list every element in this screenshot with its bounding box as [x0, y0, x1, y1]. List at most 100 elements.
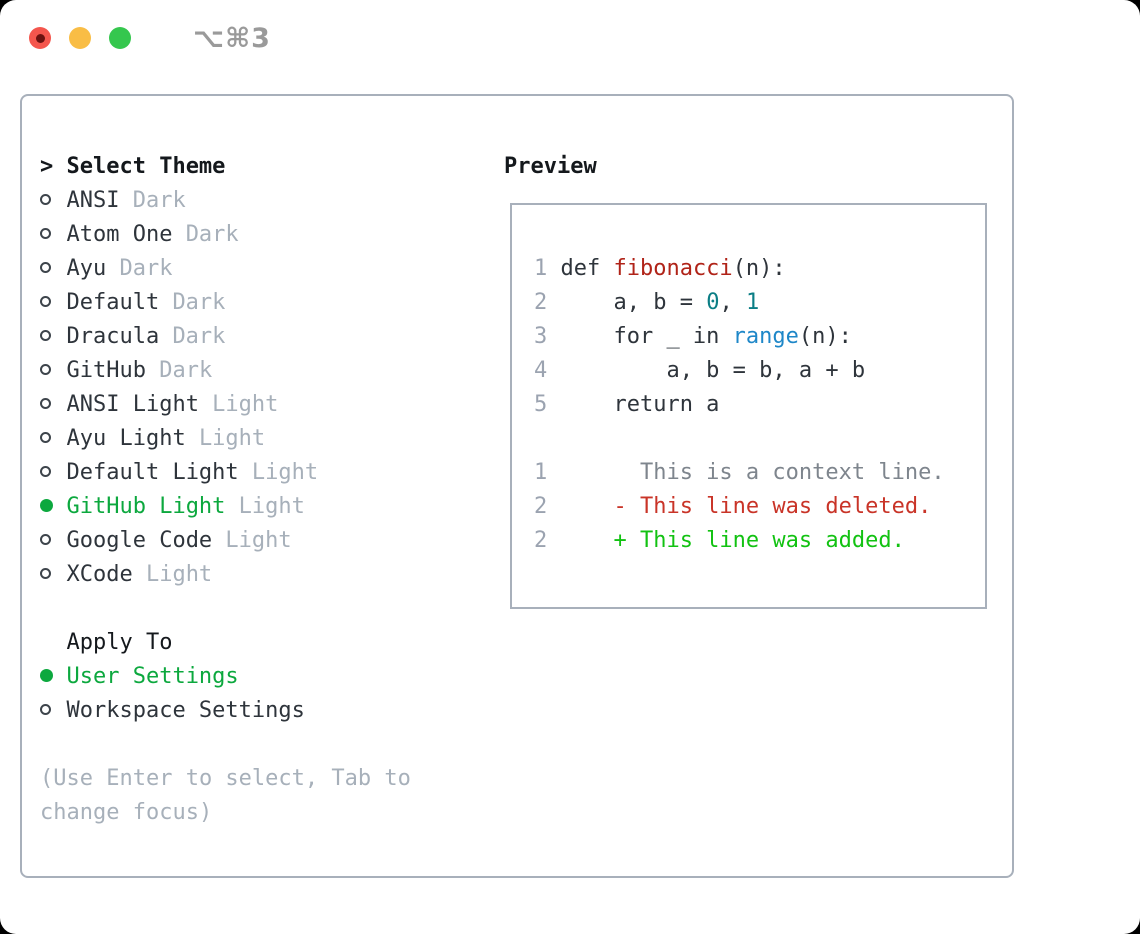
theme-variant-tag: Dark: [172, 290, 226, 315]
theme-variant-tag: Light: [198, 426, 266, 451]
theme-variant-tag: Dark: [132, 188, 186, 213]
theme-option-google-code[interactable]: Google Code Light: [40, 524, 450, 558]
theme-option-default-light[interactable]: Default Light Light: [40, 456, 450, 490]
titlebar: ⌥⌘3: [0, 0, 1140, 76]
theme-list-heading: > Select Theme: [40, 150, 450, 184]
radio-selected-icon: [40, 490, 66, 524]
token-num: 1: [745, 290, 760, 315]
line-number: 2: [534, 528, 548, 553]
token-plain: a, b =: [560, 290, 707, 315]
prompt-icon: >: [40, 154, 54, 179]
code-line-2: 2 a, b = 0, 1: [534, 286, 985, 320]
token-plain: ,: [719, 290, 746, 315]
radio-icon: [40, 252, 66, 286]
unsaved-dot-icon: [35, 33, 45, 43]
window-title: ⌥⌘3: [193, 22, 271, 54]
theme-name-label: Google Code: [66, 528, 213, 553]
theme-name-label: Dracula: [66, 324, 160, 349]
apply-option-label: Workspace Settings: [66, 698, 305, 723]
apply-option-label: User Settings: [66, 664, 239, 689]
line-number: 1: [534, 460, 548, 485]
zoom-button[interactable]: [109, 27, 131, 49]
hint-text: (Use Enter to select, Tab to change focu…: [40, 766, 411, 825]
radio-icon: [40, 286, 66, 320]
token-num: 0: [706, 290, 720, 315]
theme-variant-tag: Light: [238, 494, 305, 519]
theme-variant-tag: Light: [212, 392, 279, 417]
token-plain: for _ in: [560, 324, 733, 349]
theme-name-label: Default: [66, 290, 160, 315]
theme-option-github-light[interactable]: GitHub Light Light: [40, 490, 450, 524]
theme-name-label: Default Light: [66, 460, 239, 485]
line-number: 1: [534, 256, 548, 281]
radio-icon: [40, 422, 66, 456]
code-line-3: 3 for _ in range(n):: [534, 320, 985, 354]
theme-name-label: Ayu: [66, 256, 107, 281]
theme-name-label: ANSI: [66, 188, 120, 213]
line-number: 5: [534, 392, 548, 417]
diff-added-line: 2 + This line was added.: [534, 524, 985, 558]
theme-variant-tag: Dark: [185, 222, 239, 247]
minimize-button[interactable]: [69, 27, 91, 49]
radio-icon: [40, 524, 66, 558]
preview-heading: Preview: [504, 154, 597, 179]
code-line-5: 5 return a: [534, 388, 985, 422]
theme-option-dracula[interactable]: Dracula Dark: [40, 320, 450, 354]
radio-icon: [40, 218, 66, 252]
theme-name-label: GitHub Light: [66, 494, 226, 519]
radio-icon: [40, 354, 66, 388]
theme-name-label: ANSI Light: [66, 392, 199, 417]
radio-icon: [40, 320, 66, 354]
radio-icon: [40, 456, 66, 490]
theme-option-xcode[interactable]: XCode Light: [40, 558, 450, 592]
theme-option-ayu[interactable]: Ayu Dark: [40, 252, 450, 286]
line-number: 3: [534, 324, 548, 349]
theme-list-heading-label: Select Theme: [66, 154, 226, 179]
theme-name-label: GitHub: [66, 358, 146, 383]
radio-icon: [40, 388, 66, 422]
token-plain: (n):: [732, 256, 786, 281]
blank-line: [534, 422, 985, 456]
theme-variant-tag: Dark: [159, 358, 213, 383]
apply-option-workspace-settings[interactable]: Workspace Settings: [40, 694, 450, 728]
token-plain: a, b = b, a + b: [560, 358, 866, 383]
token-plain: return a: [560, 392, 720, 417]
radio-icon: [40, 184, 66, 218]
theme-option-ansi[interactable]: ANSI Dark: [40, 184, 450, 218]
code-line-4: 4 a, b = b, a + b: [534, 354, 985, 388]
line-number: 2: [534, 494, 548, 519]
apply-option-user-settings[interactable]: User Settings: [40, 660, 450, 694]
token-func: fibonacci: [613, 256, 733, 281]
theme-name-label: Ayu Light: [66, 426, 186, 451]
theme-option-github[interactable]: GitHub Dark: [40, 354, 450, 388]
apply-to-heading-label: Apply To: [66, 630, 173, 655]
theme-option-ayu-light[interactable]: Ayu Light Light: [40, 422, 450, 456]
theme-option-default[interactable]: Default Dark: [40, 286, 450, 320]
token-builtin: range: [732, 324, 799, 349]
theme-name-label: XCode: [66, 562, 133, 587]
token-plain: (n):: [798, 324, 852, 349]
close-button[interactable]: [29, 27, 51, 49]
theme-variant-tag: Light: [251, 460, 319, 485]
line-number: 4: [534, 358, 548, 383]
token-context: This is a context line.: [560, 460, 945, 485]
radio-icon: [40, 558, 66, 592]
theme-variant-tag: Light: [225, 528, 292, 553]
code-line-1: 1 def fibonacci(n):: [534, 252, 985, 286]
theme-variant-tag: Light: [145, 562, 213, 587]
radio-icon: [40, 694, 66, 728]
token-plain: def: [560, 256, 614, 281]
apply-to-heading: Apply To: [40, 626, 450, 660]
theme-variant-tag: Dark: [172, 324, 226, 349]
theme-variant-tag: Dark: [119, 256, 173, 281]
diff-deleted-line: 2 - This line was deleted.: [534, 490, 985, 524]
theme-option-ansi-light[interactable]: ANSI Light Light: [40, 388, 450, 422]
